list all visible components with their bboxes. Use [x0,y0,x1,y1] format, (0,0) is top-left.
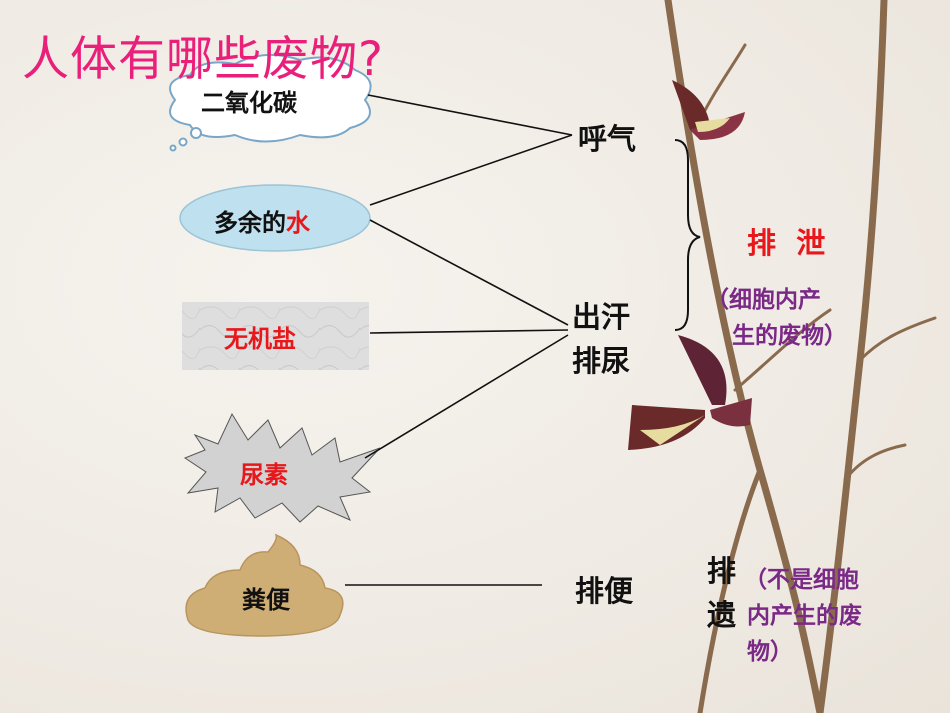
route-defecation: 排便 [575,574,634,608]
urea-starburst [183,412,381,523]
slide-title: 人体有哪些废物? [22,32,384,87]
egestion-note-line3: 物） [747,639,793,665]
butterfly-top [672,80,745,140]
label-water-accent: 水 [286,209,310,237]
egestion-label-line2: 遗 [707,598,737,632]
route-urine: 排尿 [572,344,631,378]
branch-illustration [664,0,937,713]
cloud-shape [169,53,372,152]
label-water-prefix: 多余的 [214,209,286,237]
curly-brace [674,139,701,331]
water-ellipse [179,184,371,252]
label-feces: 粪便 [242,586,290,614]
label-co2: 二氧化碳 [201,89,297,117]
butterfly-bottom [628,335,752,450]
feces-shape [185,533,344,637]
label-water: 多余的水 [214,203,310,238]
excretion-label: 排 泄 [747,226,826,260]
egestion-note-line2: 内产生的废 [747,603,862,629]
excretion-note-line2: 生的废物） [732,323,847,349]
label-urea: 尿素 [240,461,288,489]
excretion-note-line1: （细胞内产 [706,287,821,313]
egestion-note-line1: （不是细胞 [744,567,859,593]
label-salt: 无机盐 [224,325,296,353]
route-sweat: 出汗 [572,300,631,334]
route-breath: 呼气 [578,122,637,156]
egestion-label-line1: 排 [707,554,737,588]
connector-lines [345,94,573,586]
